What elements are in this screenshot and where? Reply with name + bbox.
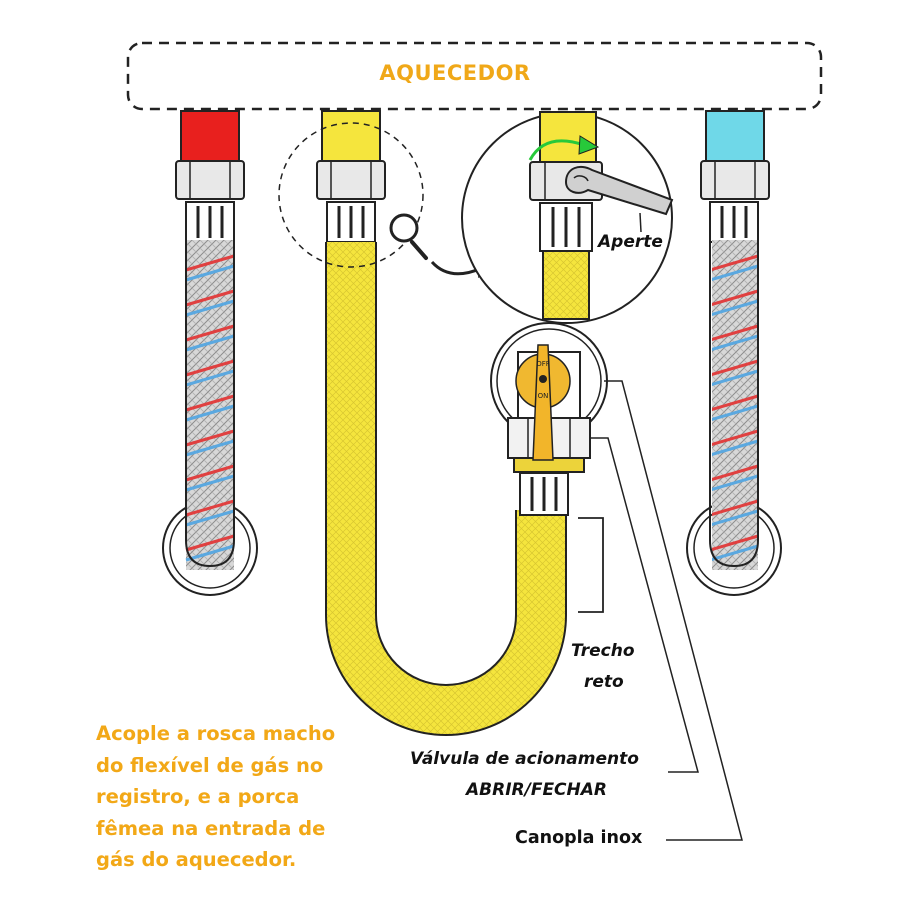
cold-water-pipe [705, 110, 765, 162]
ferrule-cold [709, 201, 759, 243]
straight-section-label-line2: reto [584, 672, 624, 692]
gas-flexible-hose [325, 242, 567, 736]
ferrule-hot [185, 201, 235, 243]
detail-circle [278, 122, 424, 268]
escutcheon-leader-line [604, 380, 743, 841]
valve-label-line1: Válvula de acionamento [410, 749, 639, 769]
straight-section-label-line1: Trecho [571, 641, 635, 661]
magnifier-icon [389, 213, 428, 260]
valve-off-mark: OFF [536, 360, 550, 368]
valve-leader-line [590, 437, 699, 773]
ferrule-gas [326, 201, 376, 243]
tighten-leader [639, 212, 642, 233]
instruction-caption: Acople a rosca macho do flexível de gás … [96, 722, 336, 871]
hot-braided-hose [162, 240, 258, 596]
wrench-icon [564, 165, 674, 216]
hot-water-pipe [180, 110, 240, 162]
valve-assembly: OFF ON [490, 322, 608, 516]
hex-nut-gas [316, 160, 386, 200]
valve-on-mark: ON [538, 392, 549, 400]
valve-label-line2: ABRIR/FECHAR [466, 780, 608, 800]
escutcheon-label: Canopla inox [515, 828, 643, 848]
hex-nut-cold [700, 160, 770, 200]
tighten-label: Aperte [598, 232, 663, 252]
heater-box [126, 41, 823, 111]
heater-title: AQUECEDOR [379, 61, 531, 85]
straight-section-bracket [578, 517, 604, 613]
gas-pipe [321, 110, 381, 162]
rotation-arrow-icon [528, 135, 600, 161]
hex-nut-hot [175, 160, 245, 200]
zoom-detail [529, 111, 603, 320]
cold-braided-hose [686, 240, 782, 596]
valve-lever [532, 344, 554, 461]
